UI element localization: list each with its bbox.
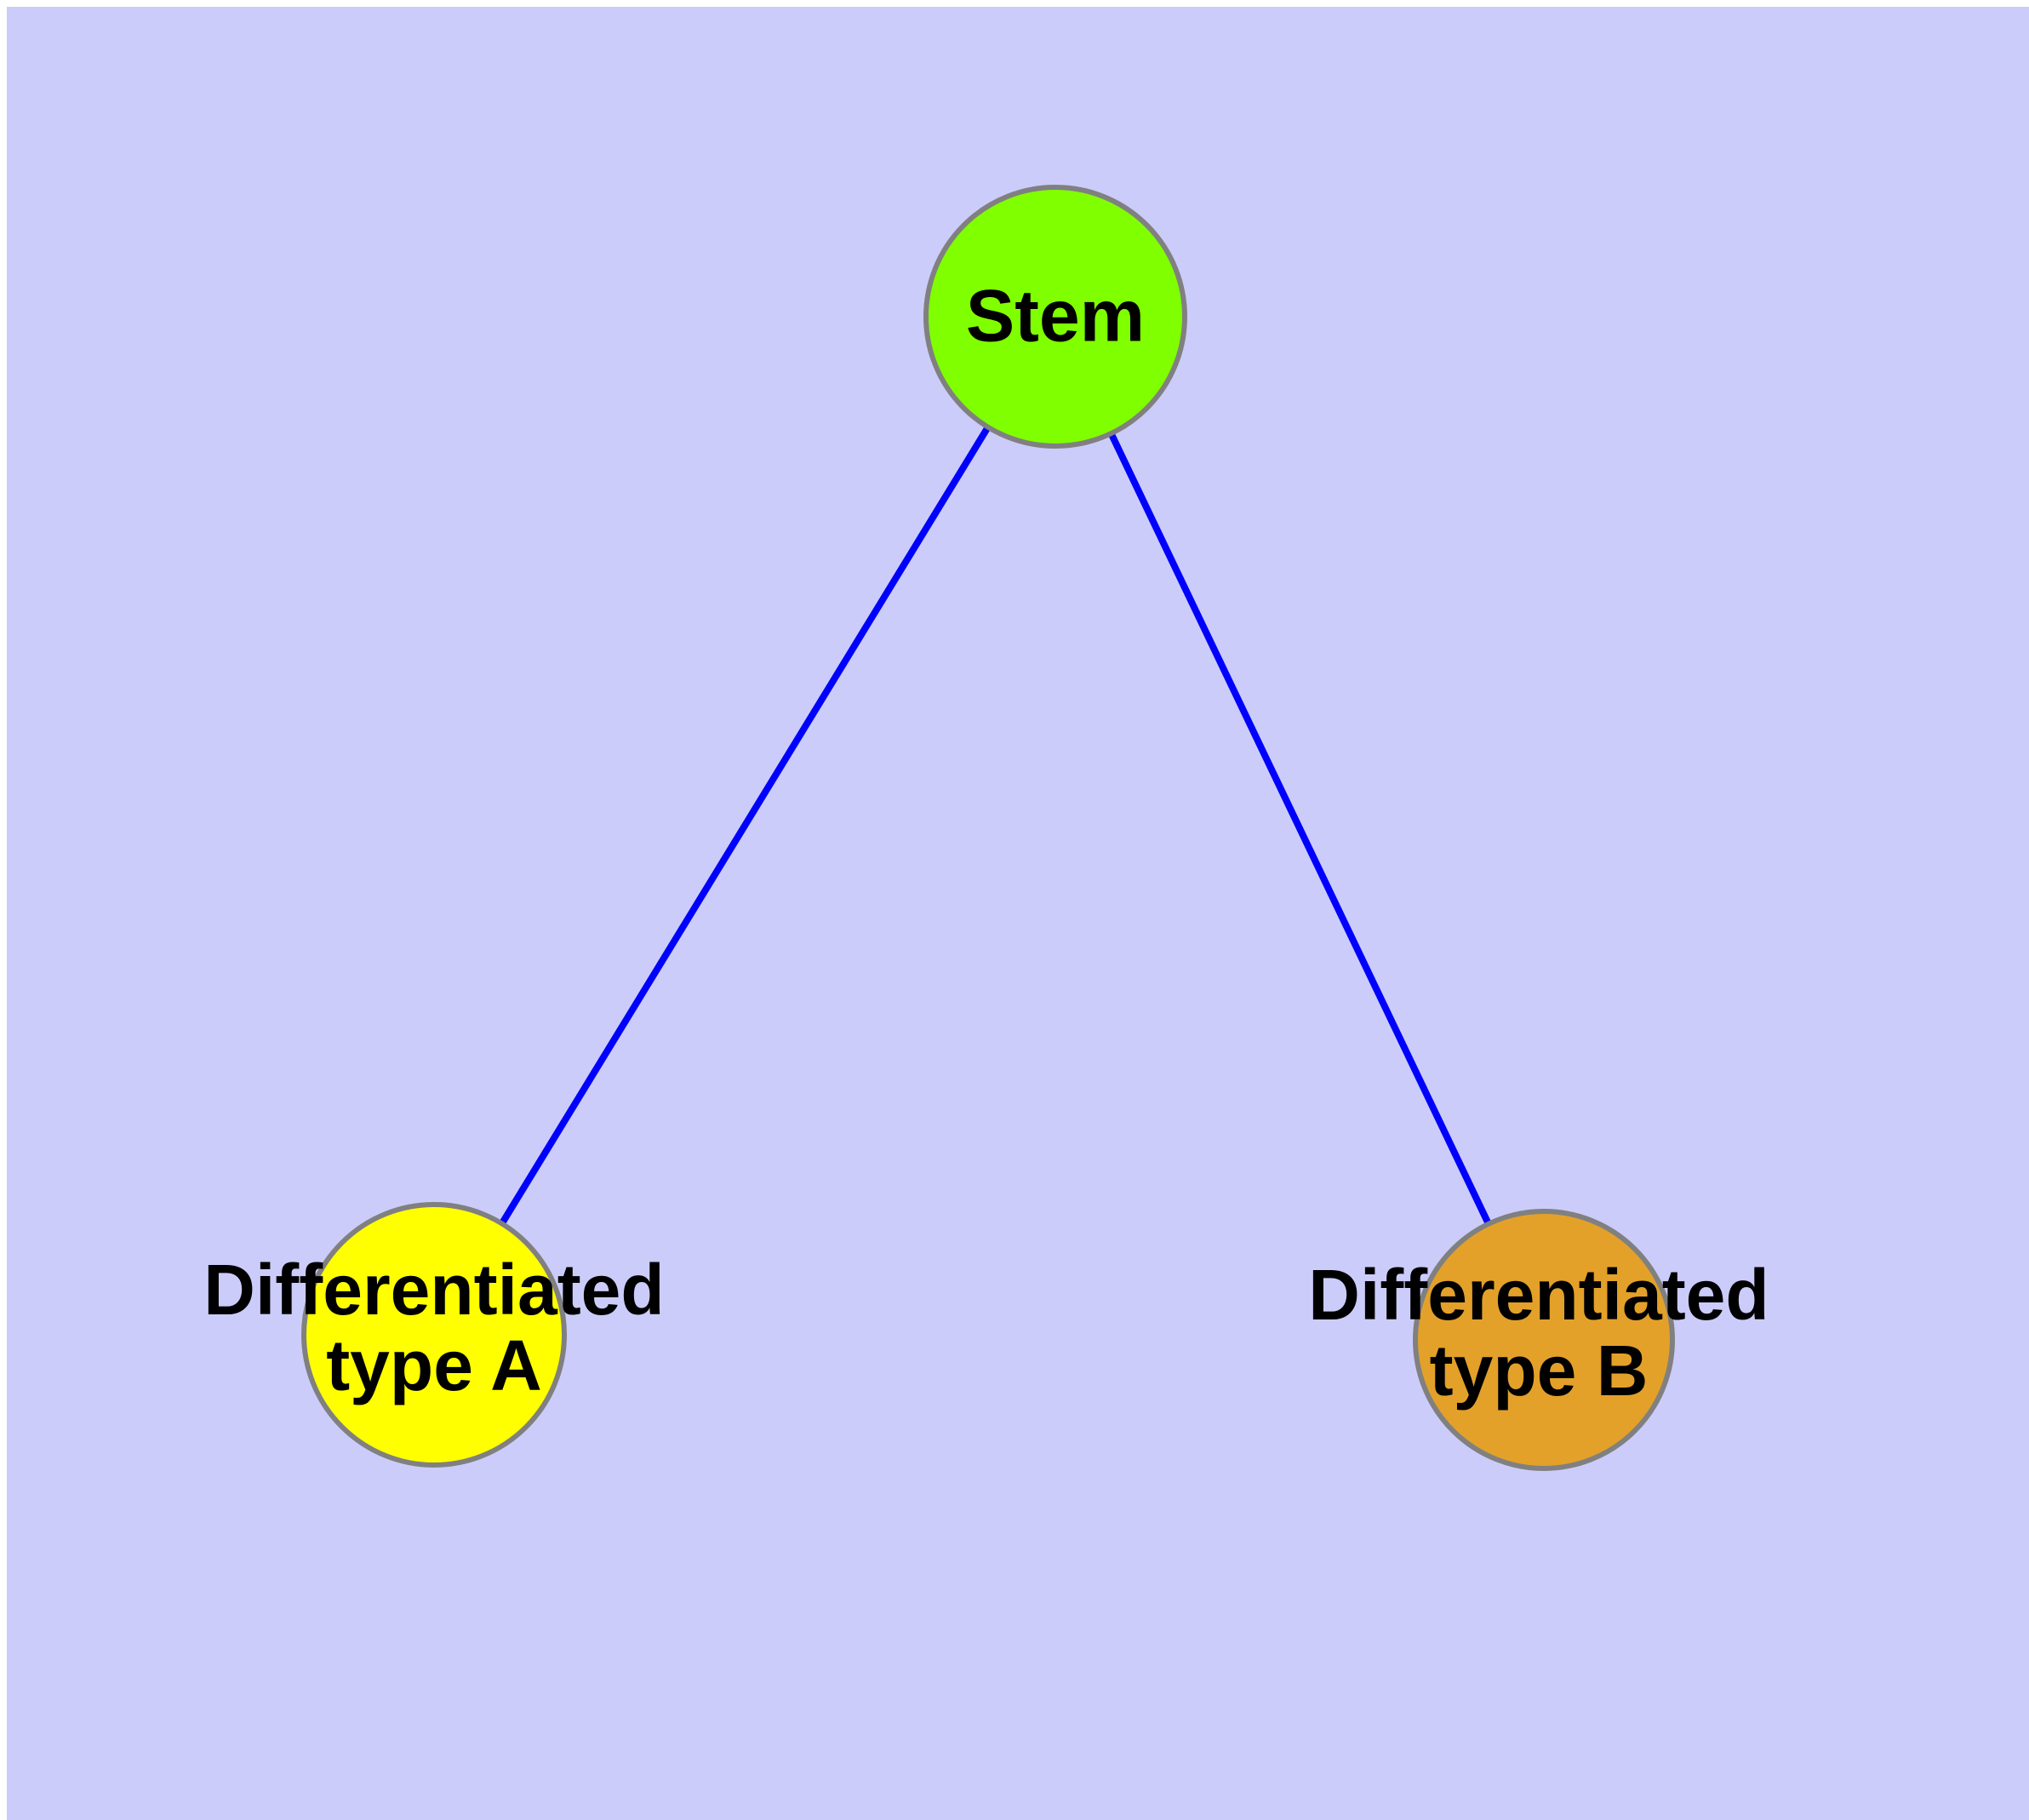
diagram-plot-area: Stem Differentiated type A Differentiate… [7,7,2029,1820]
edge-stem-to-differentiated-type-a[interactable] [431,314,1059,1337]
graph-svg [301,185,1675,1471]
node-layer [301,185,1675,1471]
node-differentiated-type-b[interactable] [1413,1209,1675,1471]
edge-layer [431,314,1547,1342]
node-differentiated-type-a[interactable] [301,1202,567,1468]
edge-stem-to-differentiated-type-b[interactable] [1052,315,1547,1342]
node-stem[interactable] [923,185,1187,449]
